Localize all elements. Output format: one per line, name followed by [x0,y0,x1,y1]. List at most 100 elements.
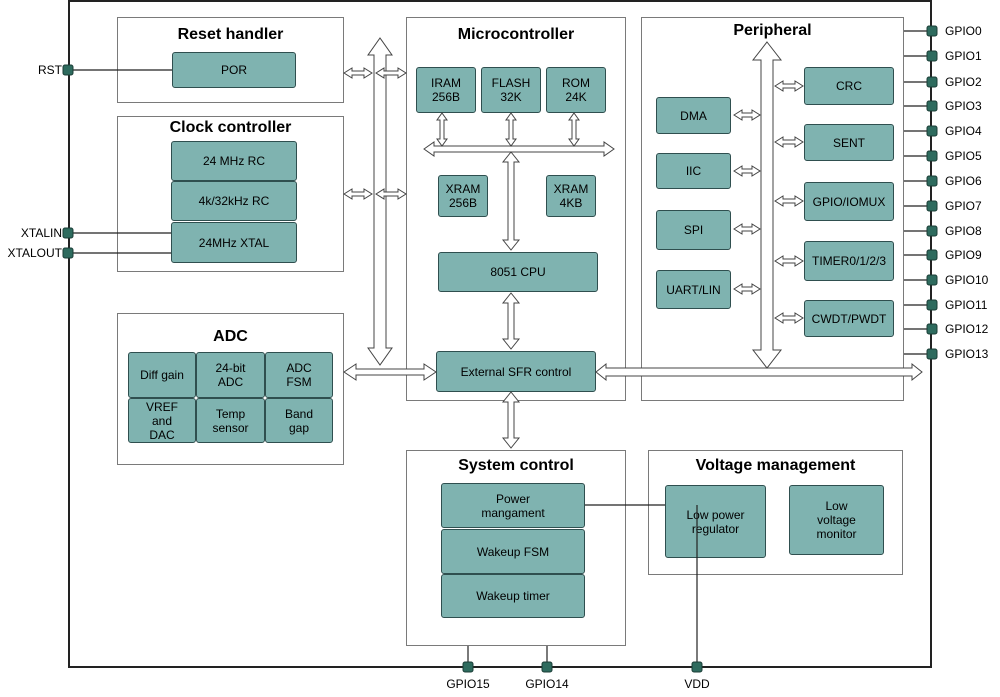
pin-gpio4 [926,125,938,137]
spi-block: SPI [656,210,731,250]
crc-block: CRC [804,67,894,105]
dma-bus-arrow [733,109,761,121]
flash-bus-arrow [505,112,517,147]
pin-gpio9 [926,249,938,261]
pin-gpio5 [926,150,938,162]
band-gap-block: Band gap [265,398,333,443]
low-power-regulator-block: Low power regulator [665,485,766,558]
clock-bus-arrow [343,188,373,200]
por-block: POR [172,52,296,88]
pin-gpio7 [926,200,938,212]
pin-gpio2 [926,76,938,88]
timer-bus-arrow [774,255,804,267]
pin-label-gpio10: GPIO10 [945,273,989,287]
pin-label-gpio13: GPIO13 [945,347,989,361]
pin-label-rst: RST [38,63,62,77]
xram-4kb-block: XRAM 4KB [546,175,596,217]
dma-block: DMA [656,97,731,134]
iram-block: IRAM 256B [416,67,476,113]
pin-gpio6 [926,175,938,187]
pin-label-gpio9: GPIO9 [945,248,982,262]
sent-block: SENT [804,124,894,161]
pin-gpio0 [926,25,938,37]
sfr-system-arrow [501,391,521,449]
clock-controller-title: Clock controller [169,119,292,136]
external-sfr-control-block: External SFR control [436,351,596,392]
pin-label-gpio15: GPIO15 [446,677,490,691]
pin-xtalin [62,227,74,239]
pin-rst [62,64,74,76]
uart-bus-arrow [733,283,761,295]
reset-bus-arrow [343,67,373,79]
microcontroller-title: Microcontroller [457,26,575,43]
adc-title: ADC [213,328,248,345]
pin-label-gpio11: GPIO11 [945,298,988,312]
bus-mcu-arrow-2 [375,188,407,200]
cpu-8051-block: 8051 CPU [438,252,598,292]
wakeup-fsm-block: Wakeup FSM [441,529,585,574]
timer-block: TIMER0/1/2/3 [804,241,894,281]
pin-gpio15 [462,661,474,673]
temp-sensor-block: Temp sensor [196,398,265,443]
pin-label-gpio6: GPIO6 [945,174,982,188]
pin-gpio11 [926,299,938,311]
pin-gpio10 [926,274,938,286]
crc-bus-arrow [774,80,804,92]
pin-gpio1 [926,50,938,62]
spi-bus-arrow [733,223,761,235]
pin-gpio8 [926,225,938,237]
xtal-24mhz-block: 24MHz XTAL [171,222,297,263]
system-control-title: System control [458,457,574,474]
cwdt-pwdt-block: CWDT/PWDT [804,300,894,337]
adc-fsm-block: ADC FSM [265,352,333,398]
iic-bus-arrow [733,165,761,177]
bus-cpu-arrow [501,151,521,251]
reset-handler-section: Reset handler [117,17,344,103]
pin-vdd [691,661,703,673]
pin-label-gpio12: GPIO12 [945,322,989,336]
pin-gpio12 [926,323,938,335]
rom-block: ROM 24K [546,67,606,113]
pin-label-gpio1: GPIO1 [945,49,982,63]
xram-256b-block: XRAM 256B [438,175,488,217]
pin-label-gpio4: GPIO4 [945,124,982,138]
vref-dac-block: VREF and DAC [128,398,196,443]
rc-24mhz-block: 24 MHz RC [171,141,297,181]
low-voltage-monitor-block: Low voltage monitor [789,485,884,555]
pin-label-gpio8: GPIO8 [945,224,982,238]
iic-block: IIC [656,153,731,189]
wakeup-timer-block: Wakeup timer [441,574,585,618]
pin-label-gpio0: GPIO0 [945,24,982,38]
bus-arrow-left-vertical [367,37,393,366]
pin-label-gpio7: GPIO7 [945,199,982,213]
peripheral-title: Peripheral [733,22,812,39]
gpio-bus-arrow [774,195,804,207]
uart-lin-block: UART/LIN [656,270,731,309]
pin-label-vdd: VDD [684,677,710,691]
pin-xtalout [62,247,74,259]
memory-bus-arrow [423,141,615,157]
peripheral-bus-arrow [751,41,783,369]
flash-block: FLASH 32K [481,67,541,113]
cpu-sfr-arrow [501,292,521,350]
pin-gpio13 [926,348,938,360]
reset-handler-title: Reset handler [177,26,284,43]
sfr-gpio-arrow [595,362,923,382]
pin-label-xtalin: XTALIN [20,226,62,240]
diff-gain-block: Diff gain [128,352,196,398]
pin-gpio3 [926,100,938,112]
sent-bus-arrow [774,136,804,148]
rc-32khz-block: 4k/32kHz RC [171,181,297,221]
gpio-iomux-block: GPIO/IOMUX [804,182,894,221]
pin-label-gpio3: GPIO3 [945,99,982,113]
voltage-management-title: Voltage management [695,457,856,474]
pin-label-gpio5: GPIO5 [945,149,982,163]
pin-gpio14 [541,661,553,673]
bus-mcu-arrow [375,67,407,79]
pin-label-xtalout: XTALOUT [7,246,62,260]
pin-label-gpio14: GPIO14 [525,677,569,691]
iram-bus-arrow [436,112,448,147]
cwdt-bus-arrow [774,312,804,324]
rom-bus-arrow [568,112,580,147]
